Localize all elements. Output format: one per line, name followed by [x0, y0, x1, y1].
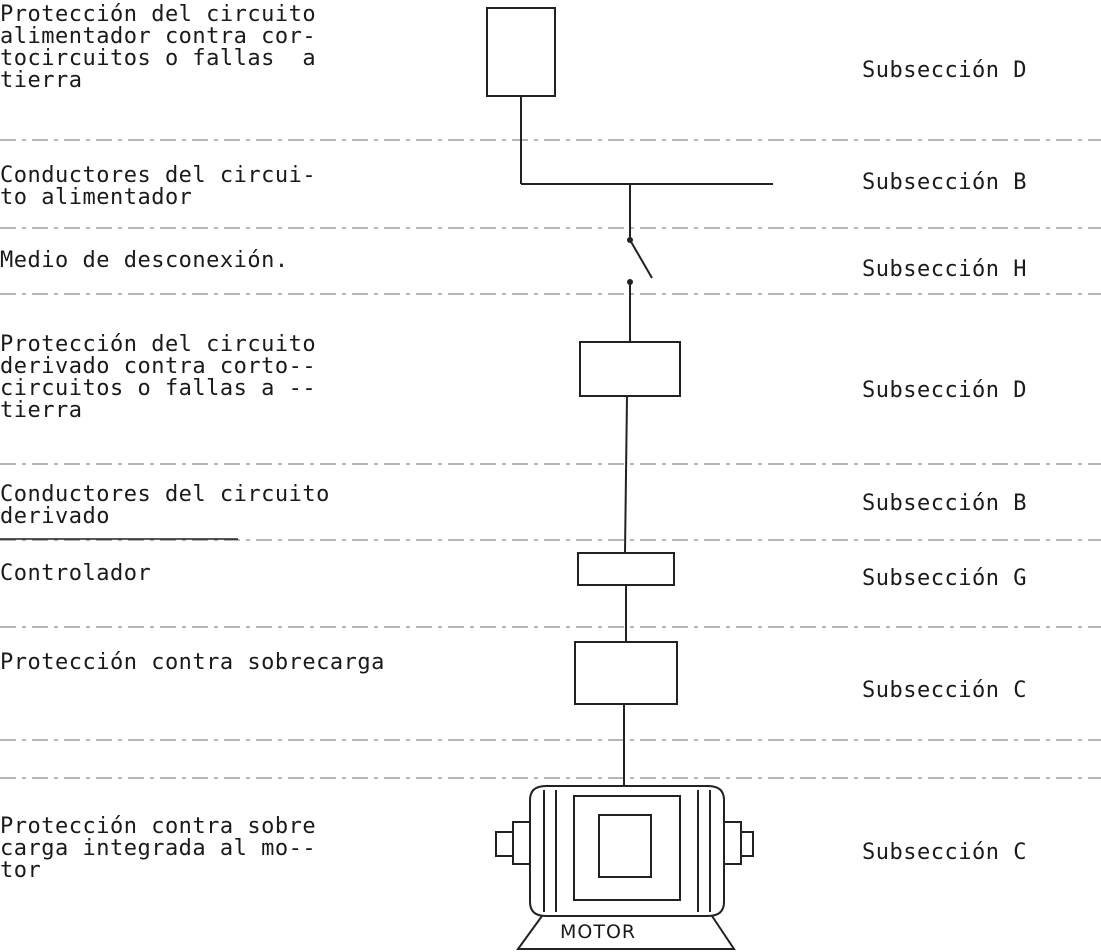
- row-dividers: [0, 139, 1101, 779]
- shaft-flange-left: [512, 821, 531, 865]
- row-label-feeder-protection: Protección del circuito alimentador cont…: [0, 2, 317, 93]
- row-label-branch-protection: Protección del circuito derivado contra …: [0, 332, 317, 423]
- row-subsection-disconnect: Subsección H: [862, 257, 1027, 282]
- disconnect-switch-blade: [629, 239, 653, 279]
- switch-pivot-dot-top: [627, 237, 633, 243]
- row-label-controller: Controlador: [0, 561, 152, 586]
- branch-protection-box: [579, 341, 681, 397]
- motor-icon: [495, 785, 754, 950]
- row-label-branch-conductors: Conductores del circuito derivado: [0, 482, 330, 529]
- branch-circuit-wire-1: [624, 395, 628, 554]
- row-subsection-overload-protection: Subsección C: [862, 678, 1027, 703]
- row-label-feeder-conductors: Conductores del circui- to alimentador: [0, 163, 317, 210]
- feeder-protection-box: [486, 7, 556, 97]
- motor-base: [516, 915, 736, 950]
- terminal-box-outer: [573, 795, 681, 901]
- row-subsection-controller: Subsección G: [862, 566, 1027, 591]
- motor-label: MOTOR: [560, 921, 637, 943]
- motor-body: [529, 785, 725, 917]
- row-subsection-feeder-conductors: Subsección B: [862, 170, 1027, 195]
- switch-pivot-dot-bottom: [627, 279, 633, 285]
- row-label-integrated-overload: Protección contra sobre carga integrada …: [0, 814, 317, 883]
- row-subsection-branch-conductors: Subsección B: [862, 491, 1027, 516]
- overload-protection-box: [574, 641, 678, 705]
- shaft-stub-right: [740, 831, 754, 857]
- row-subsection-integrated-overload: Subsección C: [862, 840, 1027, 865]
- shaft-flange-right: [723, 821, 742, 865]
- row-subsection-branch-protection: Subsección D: [862, 378, 1027, 403]
- shaft-stub-left: [495, 831, 514, 857]
- terminal-box-inner: [598, 814, 652, 878]
- row-label-disconnect: Medio de desconexión.: [0, 248, 289, 273]
- row-label-overload-protection: Protección contra sobrecarga: [0, 650, 385, 675]
- row-subsection-feeder-protection: Subsección D: [862, 58, 1027, 83]
- controller-box: [577, 552, 675, 586]
